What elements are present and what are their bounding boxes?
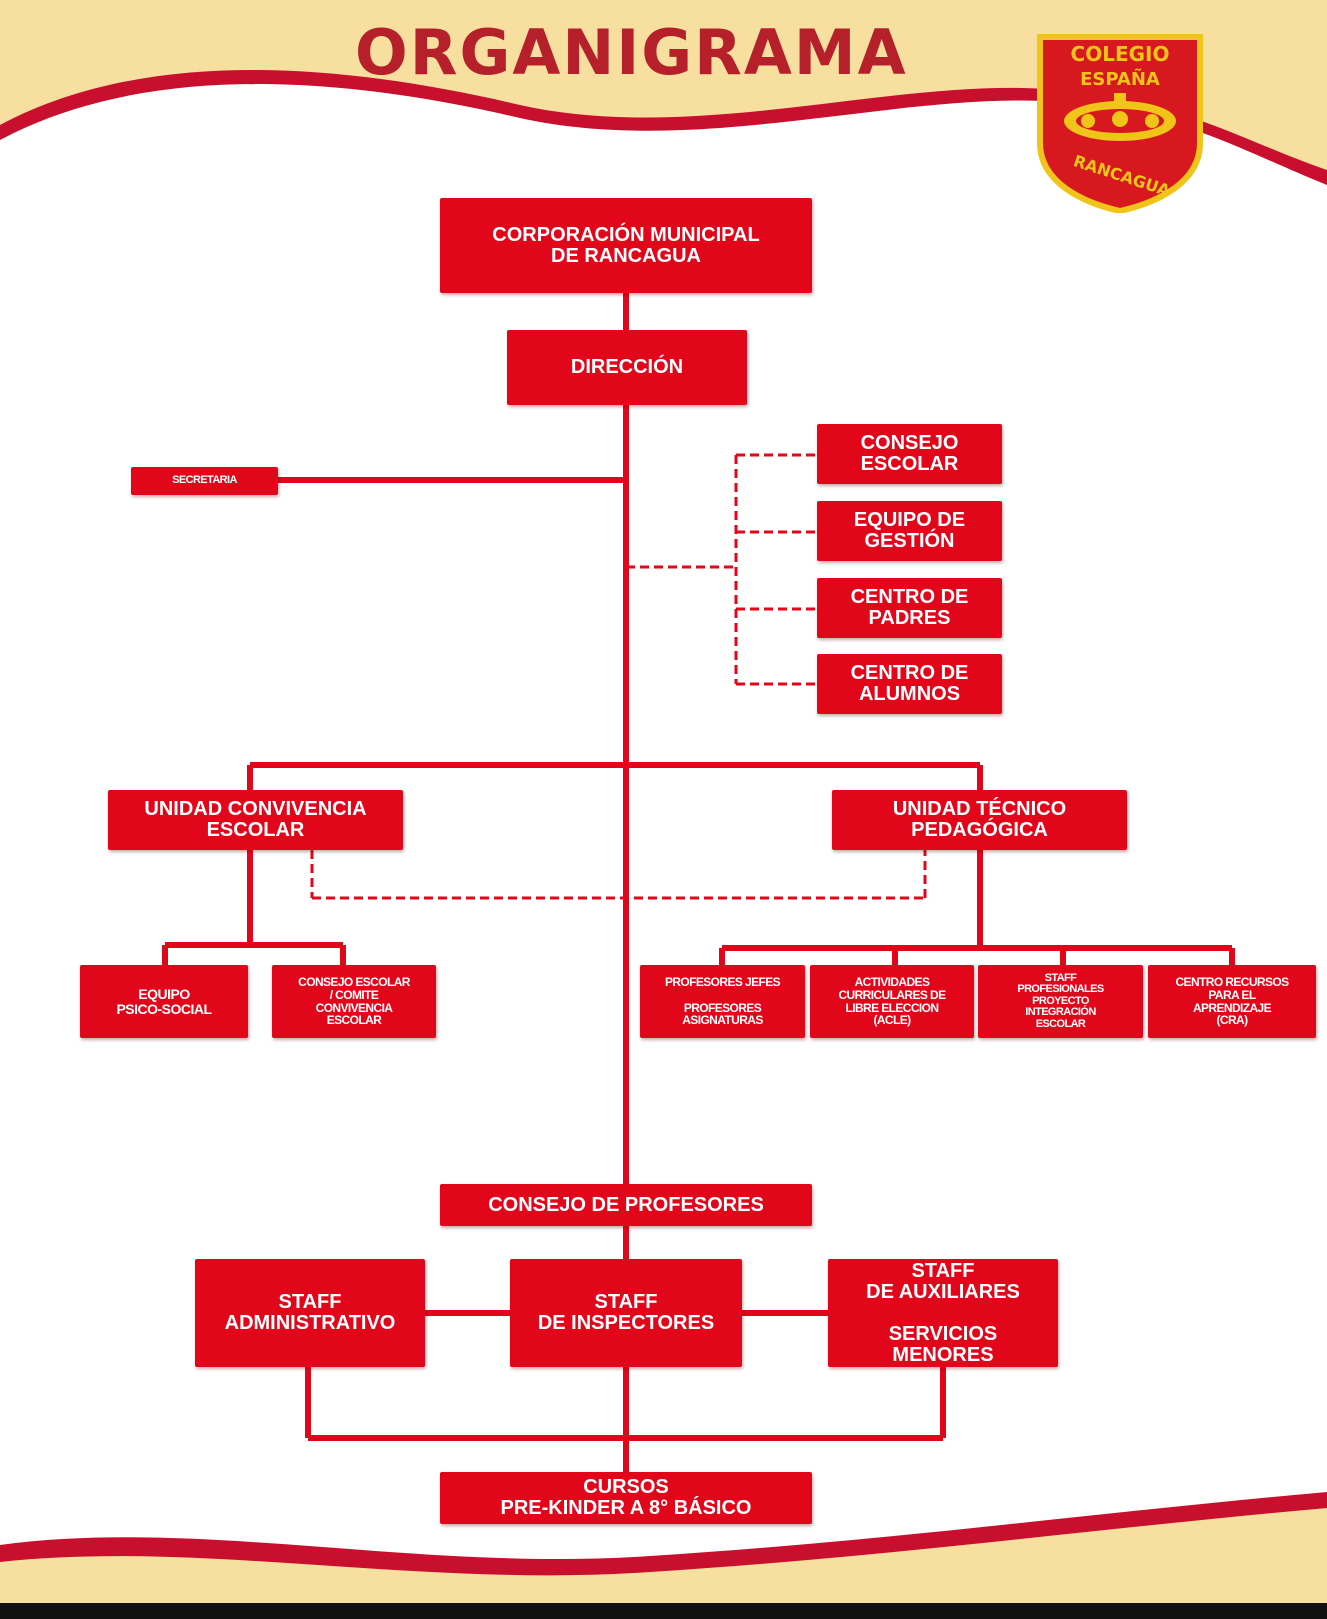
node-equipo-psico-social: EQUIPO PSICO-SOCIAL <box>80 965 248 1038</box>
node-cursos: CURSOS PRE-KINDER A 8° BÁSICO <box>440 1472 812 1524</box>
header-wave <box>0 70 1327 185</box>
node-corporacion-municipal: CORPORACIÓN MUNICIPAL DE RANCAGUA <box>440 198 812 293</box>
node-centro-alumnos: CENTRO DE ALUMNOS <box>817 654 1002 714</box>
dashed-connectors <box>310 453 927 900</box>
crown-icon <box>1064 93 1176 141</box>
node-actividades-acle: ACTIVIDADES CURRICULARES DE LIBRE ELECCI… <box>810 965 974 1038</box>
footer-bar <box>0 1603 1327 1619</box>
school-logo: COLEGIO ESPAÑA RANCAGUA <box>1036 33 1204 215</box>
node-consejo-profesores: CONSEJO DE PROFESORES <box>440 1184 812 1226</box>
node-centro-padres: CENTRO DE PADRES <box>817 578 1002 638</box>
footer-background <box>0 1500 1327 1603</box>
footer-wave <box>0 1492 1327 1576</box>
node-consejo-comite: CONSEJO ESCOLAR / COMITE CONVIVENCIA ESC… <box>272 965 436 1038</box>
node-secretaria: SECRETARIA <box>131 467 278 495</box>
node-profesores: PROFESORES JEFES PROFESORES ASIGNATURAS <box>640 965 805 1038</box>
page-title: ORGANIGRAMA <box>355 16 908 89</box>
logo-line-1: COLEGIO <box>1071 42 1170 66</box>
node-staff-inspectores: STAFF DE INSPECTORES <box>510 1259 742 1367</box>
node-staff-auxiliares: STAFF DE AUXILIARES SERVICIOS MENORES <box>828 1259 1058 1367</box>
logo-line-2: ESPAÑA <box>1080 67 1160 90</box>
node-staff-profesionales: STAFF PROFESIONALES PROYECTO INTEGRACIÓN… <box>978 965 1143 1038</box>
header-background <box>0 0 1327 175</box>
node-direccion: DIRECCIÓN <box>507 330 747 405</box>
node-staff-administrativo: STAFF ADMINISTRATIVO <box>195 1259 425 1367</box>
node-equipo-gestion: EQUIPO DE GESTIÓN <box>817 501 1002 561</box>
node-consejo-escolar: CONSEJO ESCOLAR <box>817 424 1002 484</box>
node-centro-recursos: CENTRO RECURSOS PARA EL APRENDIZAJE (CRA… <box>1148 965 1316 1038</box>
node-unidad-convivencia: UNIDAD CONVIVENCIA ESCOLAR <box>108 790 403 850</box>
node-unidad-tecnico: UNIDAD TÉCNICO PEDAGÓGICA <box>832 790 1127 850</box>
